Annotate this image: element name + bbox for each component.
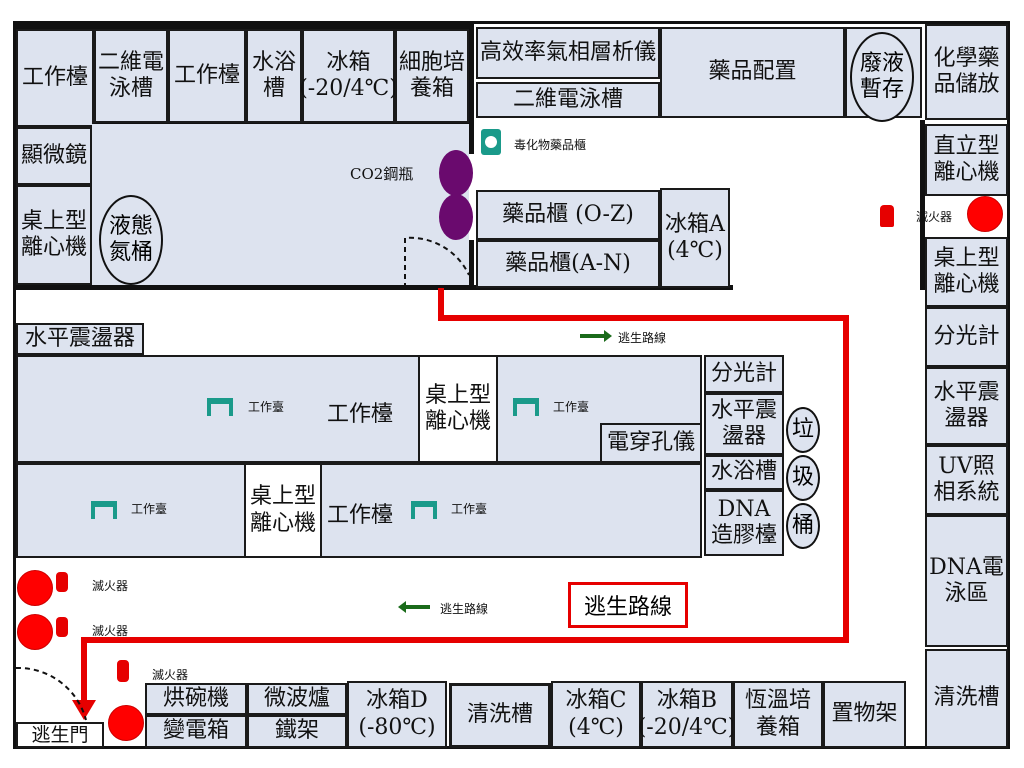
table-label-1: 工作臺 [248,400,285,414]
co2-label: CO2鋼瓶 [350,165,414,183]
upright-centrifuge: 直立型 離心機 [925,124,1008,196]
freezer-b: 冰箱B (-20/4℃) [638,681,736,748]
extinguisher-label-left-2: 滅火器 [92,624,129,638]
drug-cabinet-an: 藥品櫃(A-N) [476,240,660,288]
room-wall-top [13,24,473,29]
dish-dryer: 烘碗機 [145,683,247,715]
table-label-4: 工作臺 [451,502,488,516]
trash-bin-1: 垃 [786,407,820,453]
outer-wall-left [13,21,16,749]
trash-bin-2: 圾 [786,455,820,501]
trash-bin-3: 桶 [786,503,820,549]
desk-centrifuge-right: 桌上型 離心機 [925,237,1008,307]
workbench-mid-upper [16,355,702,463]
outer-wall-top [13,21,1010,24]
outer-wall-right [1007,21,1010,749]
desk-centrifuge-center-1: 桌上型 離心機 [418,355,498,463]
extinguisher-label-bottom: 滅火器 [152,668,189,682]
chemical-storage: 化學藥 品儲放 [925,24,1008,120]
fridge-a: 冰箱A (4℃) [660,188,730,288]
waste-liquid-storage: 廢液 暫存 [850,32,914,122]
water-bath-top: 水浴 槽 [246,29,302,123]
cell-incubator: 細胞培 養箱 [395,29,469,123]
workbench-mid-lower [16,463,702,558]
electrophoresis-tank-a: 二維電 泳槽 [94,29,168,123]
table-icon-4 [411,501,437,519]
horizontal-shaker-left: 水平震盪器 [16,323,144,355]
sink-bottom: 清洗槽 [449,683,551,748]
electroporator: 電穿孔儀 [600,423,702,463]
fridge-c: 冰箱C (4℃) [551,681,641,748]
water-bath-center: 水浴槽 [704,455,784,490]
sink-right: 清洗槽 [925,649,1008,748]
incubator-b: 恆溫培 養箱 [733,681,823,748]
microscope: 顯微鏡 [16,127,92,185]
uv-photo-system: UV照 相系統 [925,445,1008,515]
iron-rack: 鐵架 [247,715,347,748]
shaker-center: 水平震 盪器 [704,393,784,455]
table-label-3: 工作臺 [131,502,168,516]
extinguisher-left-2 [17,614,53,650]
storage-shelf: 置物架 [823,681,906,748]
workbench-mid1-label: 工作檯 [327,402,394,427]
dna-gel-caster: DNA 造膠檯 [704,490,784,556]
escape-route-label-top: 逃生路線 [618,331,667,345]
workbench-top-2: 工作檯 [168,29,246,123]
freezer-d: 冰箱D (-80℃) [347,681,447,748]
extinguisher-icon-right [880,205,894,227]
liquid-nitrogen-tank: 液態 氮桶 [99,195,163,285]
electrophoresis-tank-b: 二維電泳槽 [476,82,660,118]
toxic-cabinet-icon [481,129,501,155]
table-icon-2 [513,398,539,416]
desk-centrifuge-center-2: 桌上型 離心機 [244,463,322,558]
transformer-box: 變電箱 [145,715,247,748]
co2-cylinder-1 [439,150,473,196]
table-icon-3 [91,501,117,519]
drug-cabinet-oz: 藥品櫃 (O-Z) [476,190,660,240]
desk-centrifuge-left: 桌上型 離心機 [16,185,92,285]
right-corridor-wall [920,120,925,290]
table-label-2: 工作臺 [553,400,590,414]
spectrometer-center: 分光計 [704,355,784,393]
extinguisher-icon-bottom [117,660,129,682]
shaker-right: 水平震 盪器 [925,367,1008,445]
escape-route-label-bottom: 逃生路線 [440,602,489,616]
extinguisher-left-1 [17,570,53,606]
extinguisher-icon-left-2 [56,617,68,637]
room-wall-right-low [469,240,474,290]
gas-chromatograph: 高效率氣相層析儀 [476,27,660,79]
chemical-prep: 藥品配置 [660,27,845,118]
extinguisher-icon-left-1 [56,572,68,592]
toxic-cabinet-label: 毒化物藥品櫃 [514,138,587,152]
spectrometer-right: 分光計 [925,307,1008,367]
extinguisher-right [967,196,1003,232]
microwave: 微波爐 [247,683,347,715]
co2-cylinder-2 [439,194,473,240]
extinguisher-bottom [108,705,144,741]
room-wall-bottom [13,285,473,290]
workbench-top-left: 工作檯 [16,29,94,127]
freezer-top: 冰箱 (-20/4℃) [299,29,398,123]
extinguisher-label-left-1: 滅火器 [92,579,129,593]
room-wall-right [469,24,474,154]
escape-route-sign: 逃生路線 [568,582,688,628]
table-icon-1 [207,398,233,416]
workbench-mid2-label: 工作檯 [327,503,394,528]
extinguisher-label-right: 滅火器 [916,210,953,224]
dna-electrophoresis-area: DNA電 泳區 [925,515,1008,647]
exit-door[interactable]: 逃生門 [16,722,104,748]
